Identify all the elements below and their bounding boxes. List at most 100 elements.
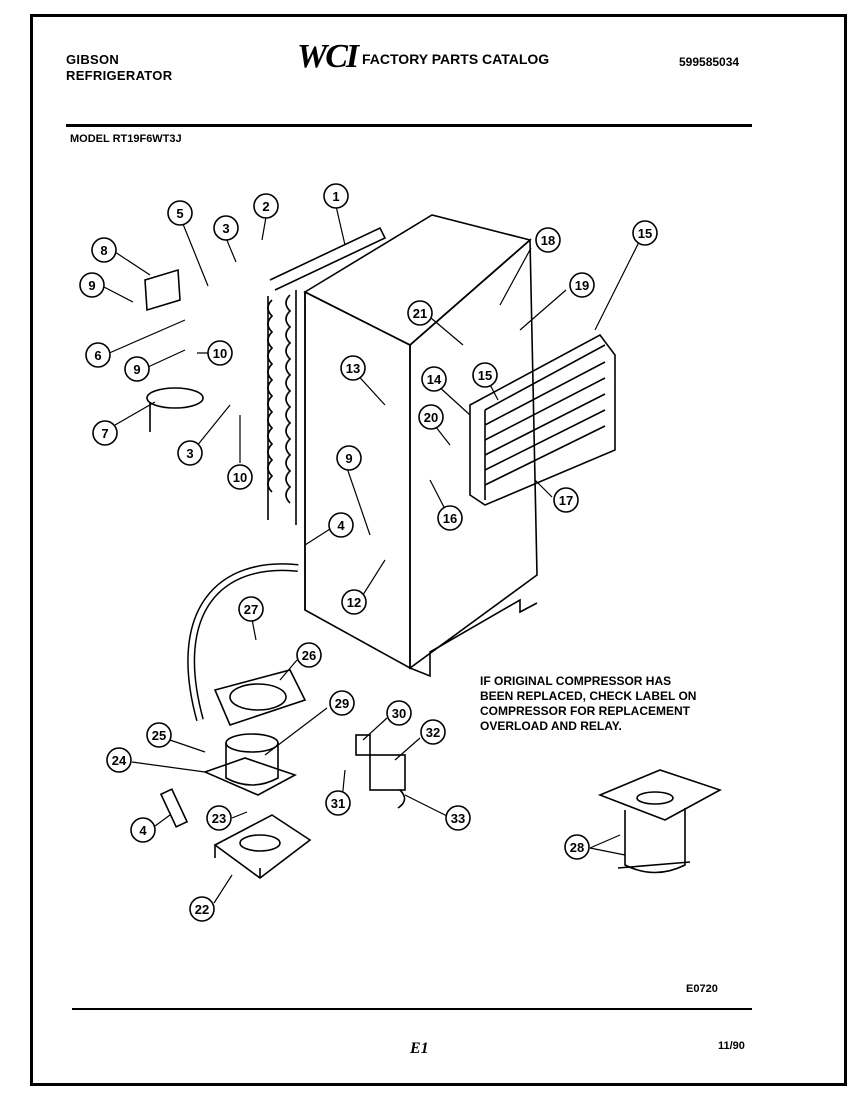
note-line-4: OVERLOAD AND RELAY. [480, 719, 622, 733]
callout-31: 31 [325, 790, 351, 816]
callout-20: 20 [418, 404, 444, 430]
callout-9-top: 9 [79, 272, 105, 298]
callout-6: 6 [85, 342, 111, 368]
callout-17: 17 [553, 487, 579, 513]
callout-33: 33 [445, 805, 471, 831]
svg-text:33: 33 [451, 811, 465, 826]
callout-7: 7 [92, 420, 118, 446]
svg-text:30: 30 [392, 706, 406, 721]
svg-text:31: 31 [331, 796, 345, 811]
callout-5: 5 [167, 200, 193, 226]
callout-9-mid: 9 [124, 356, 150, 382]
svg-text:1: 1 [332, 189, 339, 204]
svg-text:4: 4 [139, 823, 147, 838]
svg-text:10: 10 [233, 470, 247, 485]
footer-rule [72, 1008, 752, 1010]
callout-13: 13 [340, 355, 366, 381]
svg-text:2: 2 [262, 199, 269, 214]
callout-26: 26 [296, 642, 322, 668]
callout-22: 22 [189, 896, 215, 922]
svg-text:22: 22 [195, 902, 209, 917]
page-number: E1 [410, 1040, 429, 1057]
callout-30: 30 [386, 700, 412, 726]
svg-text:9: 9 [345, 451, 352, 466]
svg-text:10: 10 [213, 346, 227, 361]
svg-text:8: 8 [100, 243, 107, 258]
model-number: MODEL RT19F6WT3J [70, 133, 182, 145]
wci-logo: WCI [297, 38, 359, 75]
callout-16: 16 [437, 505, 463, 531]
svg-text:25: 25 [152, 728, 166, 743]
callout-3-bottom: 3 [177, 440, 203, 466]
leader-lines [103, 205, 642, 904]
svg-text:29: 29 [335, 696, 349, 711]
callout-32: 32 [420, 719, 446, 745]
svg-text:17: 17 [559, 493, 573, 508]
callout-10-bottom: 10 [227, 464, 253, 490]
svg-text:13: 13 [346, 361, 360, 376]
compressor-note: IF ORIGINAL COMPRESSOR HAS BEEN REPLACED… [480, 674, 740, 734]
svg-text:3: 3 [222, 221, 229, 236]
note-line-2: BEEN REPLACED, CHECK LABEL ON [480, 689, 697, 703]
svg-text:21: 21 [413, 306, 427, 321]
svg-text:23: 23 [212, 811, 226, 826]
svg-text:28: 28 [570, 840, 584, 855]
page-border [30, 14, 847, 1086]
svg-text:4: 4 [337, 518, 345, 533]
base-plate [213, 814, 312, 879]
svg-text:19: 19 [575, 278, 589, 293]
svg-text:7: 7 [101, 426, 108, 441]
callout-2: 2 [253, 193, 279, 219]
catalog-date: 11/90 [718, 1040, 745, 1052]
compressor [202, 733, 297, 796]
svg-text:15: 15 [638, 226, 652, 241]
callout-23: 23 [206, 805, 232, 831]
svg-text:9: 9 [133, 362, 140, 377]
note-line-1: IF ORIGINAL COMPRESSOR HAS [480, 674, 672, 688]
diagram-code: E0720 [686, 983, 718, 995]
svg-text:18: 18 [541, 233, 555, 248]
svg-text:14: 14 [427, 372, 442, 387]
callout-4-top: 4 [328, 512, 354, 538]
callout-29: 29 [329, 690, 355, 716]
drain-pan [213, 669, 307, 726]
callout-9-right: 9 [336, 445, 362, 471]
svg-text:27: 27 [244, 602, 258, 617]
callout-12: 12 [341, 589, 367, 615]
condenser-coil [267, 226, 387, 525]
callout-8: 8 [91, 237, 117, 263]
inset-compressor [597, 769, 722, 874]
catalog-title: FACTORY PARTS CATALOG [362, 51, 550, 67]
svg-text:5: 5 [176, 206, 183, 221]
callout-1: 1 [323, 183, 349, 209]
callout-15-top: 15 [632, 220, 658, 246]
svg-text:16: 16 [443, 511, 457, 526]
callout-10-top: 10 [207, 340, 233, 366]
catalog-number: 599585034 [679, 55, 740, 69]
callout-18: 18 [535, 227, 561, 253]
svg-text:24: 24 [112, 753, 127, 768]
callout-4-bottom: 4 [130, 817, 156, 843]
product-type: REFRIGERATOR [66, 68, 173, 83]
cabinet [303, 214, 538, 678]
callout-14: 14 [421, 366, 447, 392]
header-rule [66, 124, 752, 127]
svg-text:26: 26 [302, 648, 316, 663]
callout-27: 27 [238, 596, 264, 622]
callout-15-mid: 15 [472, 362, 498, 388]
note-line-3: COMPRESSOR FOR REPLACEMENT [480, 704, 691, 718]
svg-text:32: 32 [426, 725, 440, 740]
evaporator [469, 333, 616, 506]
brand-name: GIBSON [66, 52, 120, 67]
svg-text:6: 6 [94, 348, 101, 363]
callout-24: 24 [106, 747, 132, 773]
callout-21: 21 [407, 300, 433, 326]
svg-text:3: 3 [186, 446, 193, 461]
callout-25: 25 [146, 722, 172, 748]
svg-text:20: 20 [424, 410, 438, 425]
svg-text:9: 9 [88, 278, 95, 293]
svg-text:12: 12 [347, 595, 361, 610]
callout-19: 19 [569, 272, 595, 298]
svg-text:15: 15 [478, 368, 492, 383]
